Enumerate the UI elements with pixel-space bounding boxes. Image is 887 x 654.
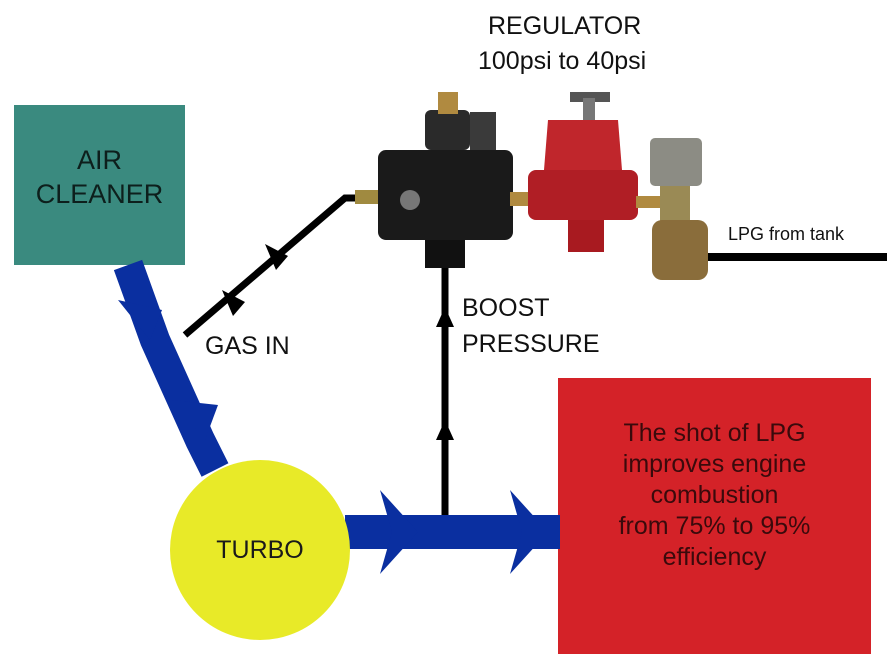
gas-in-line [182,194,360,338]
gas-arrow-1 [265,244,288,270]
mixer-top-fitting [438,92,458,114]
turbo-outflow-path [345,490,560,574]
mixer-top-cap [425,110,470,150]
benefit-line2: improves engine [622,450,807,478]
air-flow-line [113,259,229,477]
air-flow-arrow-2 [172,400,218,440]
benefit-line5: efficiency [662,543,767,571]
regulator-handle [570,92,610,102]
solenoid-valve [650,138,708,280]
regulator-bonnet [544,120,622,170]
boost-pressure-label: BOOST PRESSURE [462,290,600,362]
solenoid-coil [650,138,702,186]
air-flow-path [113,259,229,477]
mixer-valve [355,92,536,268]
solenoid-filter-bowl [652,220,708,280]
boost-arrow-1 [436,420,454,440]
regulator-subtitle: 100psi to 40psi [478,47,647,75]
benefit-line1: The shot of LPG [623,419,806,447]
gas-line [182,194,360,338]
mixer-gauge-port [400,190,420,210]
turbo-label: TURBO [216,536,304,564]
turbo-outflow-arrow-1 [380,490,418,574]
regulator-outlet-fitting [636,196,660,208]
benefit-box: The shot of LPG improves engine combusti… [558,378,871,654]
air-cleaner-label-line1: AIR [76,145,122,175]
turbo-circle: TURBO [170,460,350,640]
benefit-text: The shot of LPG improves engine combusti… [558,418,871,573]
air-cleaner-label-line2: CLEANER [35,179,164,209]
red-regulator [528,92,660,252]
turbo-outflow-arrow-2 [510,490,548,574]
solenoid-neck [660,186,690,222]
mixer-bottom [425,240,465,268]
gas-in-label: GAS IN [205,332,290,360]
boost-arrow-2 [436,307,454,327]
regulator-bottom [568,220,604,252]
regulator-stem [583,98,595,120]
lpg-from-tank-label: LPG from tank [728,224,845,244]
boost-pressure-line2: PRESSURE [462,330,600,358]
benefit-line3: combustion [650,481,779,509]
boost-pressure-line1: BOOST [462,294,550,322]
mixer-inlet-fitting [355,190,380,204]
boost-pressure-line [436,262,454,515]
regulator-body [528,170,638,220]
air-cleaner-box: AIR CLEANER [14,105,185,265]
benefit-line4: from 75% to 95% [618,512,811,540]
mixer-body [378,150,513,240]
gas-arrow-2 [222,290,245,316]
air-cleaner-label: AIR CLEANER [14,143,185,211]
regulator-title: REGULATOR [488,12,642,40]
air-flow-arrow-1 [118,300,162,340]
